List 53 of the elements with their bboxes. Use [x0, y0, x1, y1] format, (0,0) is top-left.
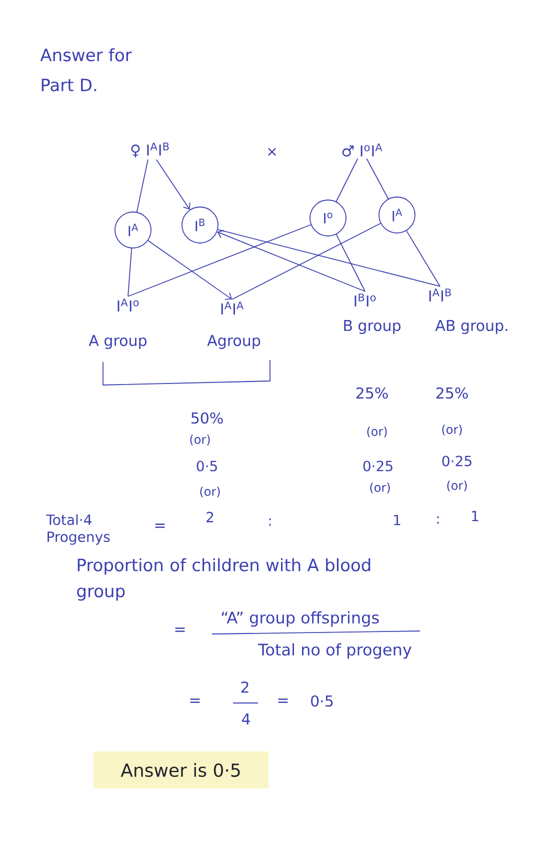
percentage: 25% — [356, 387, 388, 399]
equals-sign: = — [278, 698, 288, 703]
note: Total·4 Progenys — [46, 514, 110, 545]
decimal-value: 0·25 — [363, 460, 392, 472]
equals-sign: = — [190, 698, 200, 703]
ratio-number: 1 — [472, 510, 478, 522]
offspring-genotype: I$^{A}$I$^{B}$ — [429, 288, 451, 302]
offspring-genotype: I$^{B}$I$^{o}$ — [354, 294, 376, 306]
decimal-value: 0·5 — [311, 695, 333, 707]
equals-sign: = — [155, 524, 165, 528]
equals-sign: = — [175, 628, 185, 632]
arrow — [156, 159, 190, 210]
blood-group-label: Agroup — [207, 334, 260, 350]
line — [136, 159, 148, 212]
ratio-number: 1 — [394, 514, 400, 526]
or-text: (or) — [447, 480, 467, 492]
or-text: (or) — [367, 426, 387, 438]
arrow — [217, 230, 366, 292]
cross-sign: × — [268, 148, 276, 156]
fraction-denominator: Total no of progeny — [258, 643, 412, 659]
title: Answer for Part D. — [40, 48, 132, 92]
percentage: 50% — [192, 412, 223, 424]
ratio-colon: : — [269, 518, 271, 526]
line — [217, 229, 440, 287]
line — [128, 248, 132, 297]
or-text: (or) — [370, 482, 390, 494]
ratio-colon: : — [437, 516, 439, 524]
blood-group-label: B group — [344, 320, 400, 334]
fraction-numerator: “A” group offsprings — [222, 611, 379, 627]
parent-genotype: ♀ I$^{A}$I$^{B}$ — [131, 142, 169, 158]
line — [366, 158, 389, 200]
percentage: 25% — [436, 387, 468, 399]
line — [128, 224, 312, 297]
or-text: (or) — [190, 434, 210, 446]
ratio-number: 2 — [206, 512, 214, 522]
line — [406, 230, 440, 287]
highlighted-answer: Answer is 0·5 — [94, 752, 268, 788]
decimal-value: 0·25 — [442, 456, 472, 466]
offspring-genotype: I$^{A}$I$^{o}$ — [118, 298, 139, 312]
decimal-value: 0·5 — [196, 460, 217, 472]
blood-group-label: A group — [88, 334, 146, 350]
fraction-numerator: 2 — [241, 681, 248, 693]
parent-genotype: ♂ I$^{o}$I$^{A}$ — [342, 143, 382, 157]
line — [336, 234, 366, 292]
sentence: Proportion of children with A blood group — [77, 558, 370, 601]
arrow — [148, 240, 232, 300]
blood-group-label: AB group. — [435, 320, 508, 334]
fraction-denominator: 4 — [242, 714, 250, 724]
offspring-genotype: I$^{A}$I$^{A}$ — [221, 302, 244, 314]
or-text: (or) — [442, 424, 462, 436]
line — [336, 158, 358, 202]
or-text: (or) — [200, 486, 220, 498]
line — [232, 222, 382, 300]
